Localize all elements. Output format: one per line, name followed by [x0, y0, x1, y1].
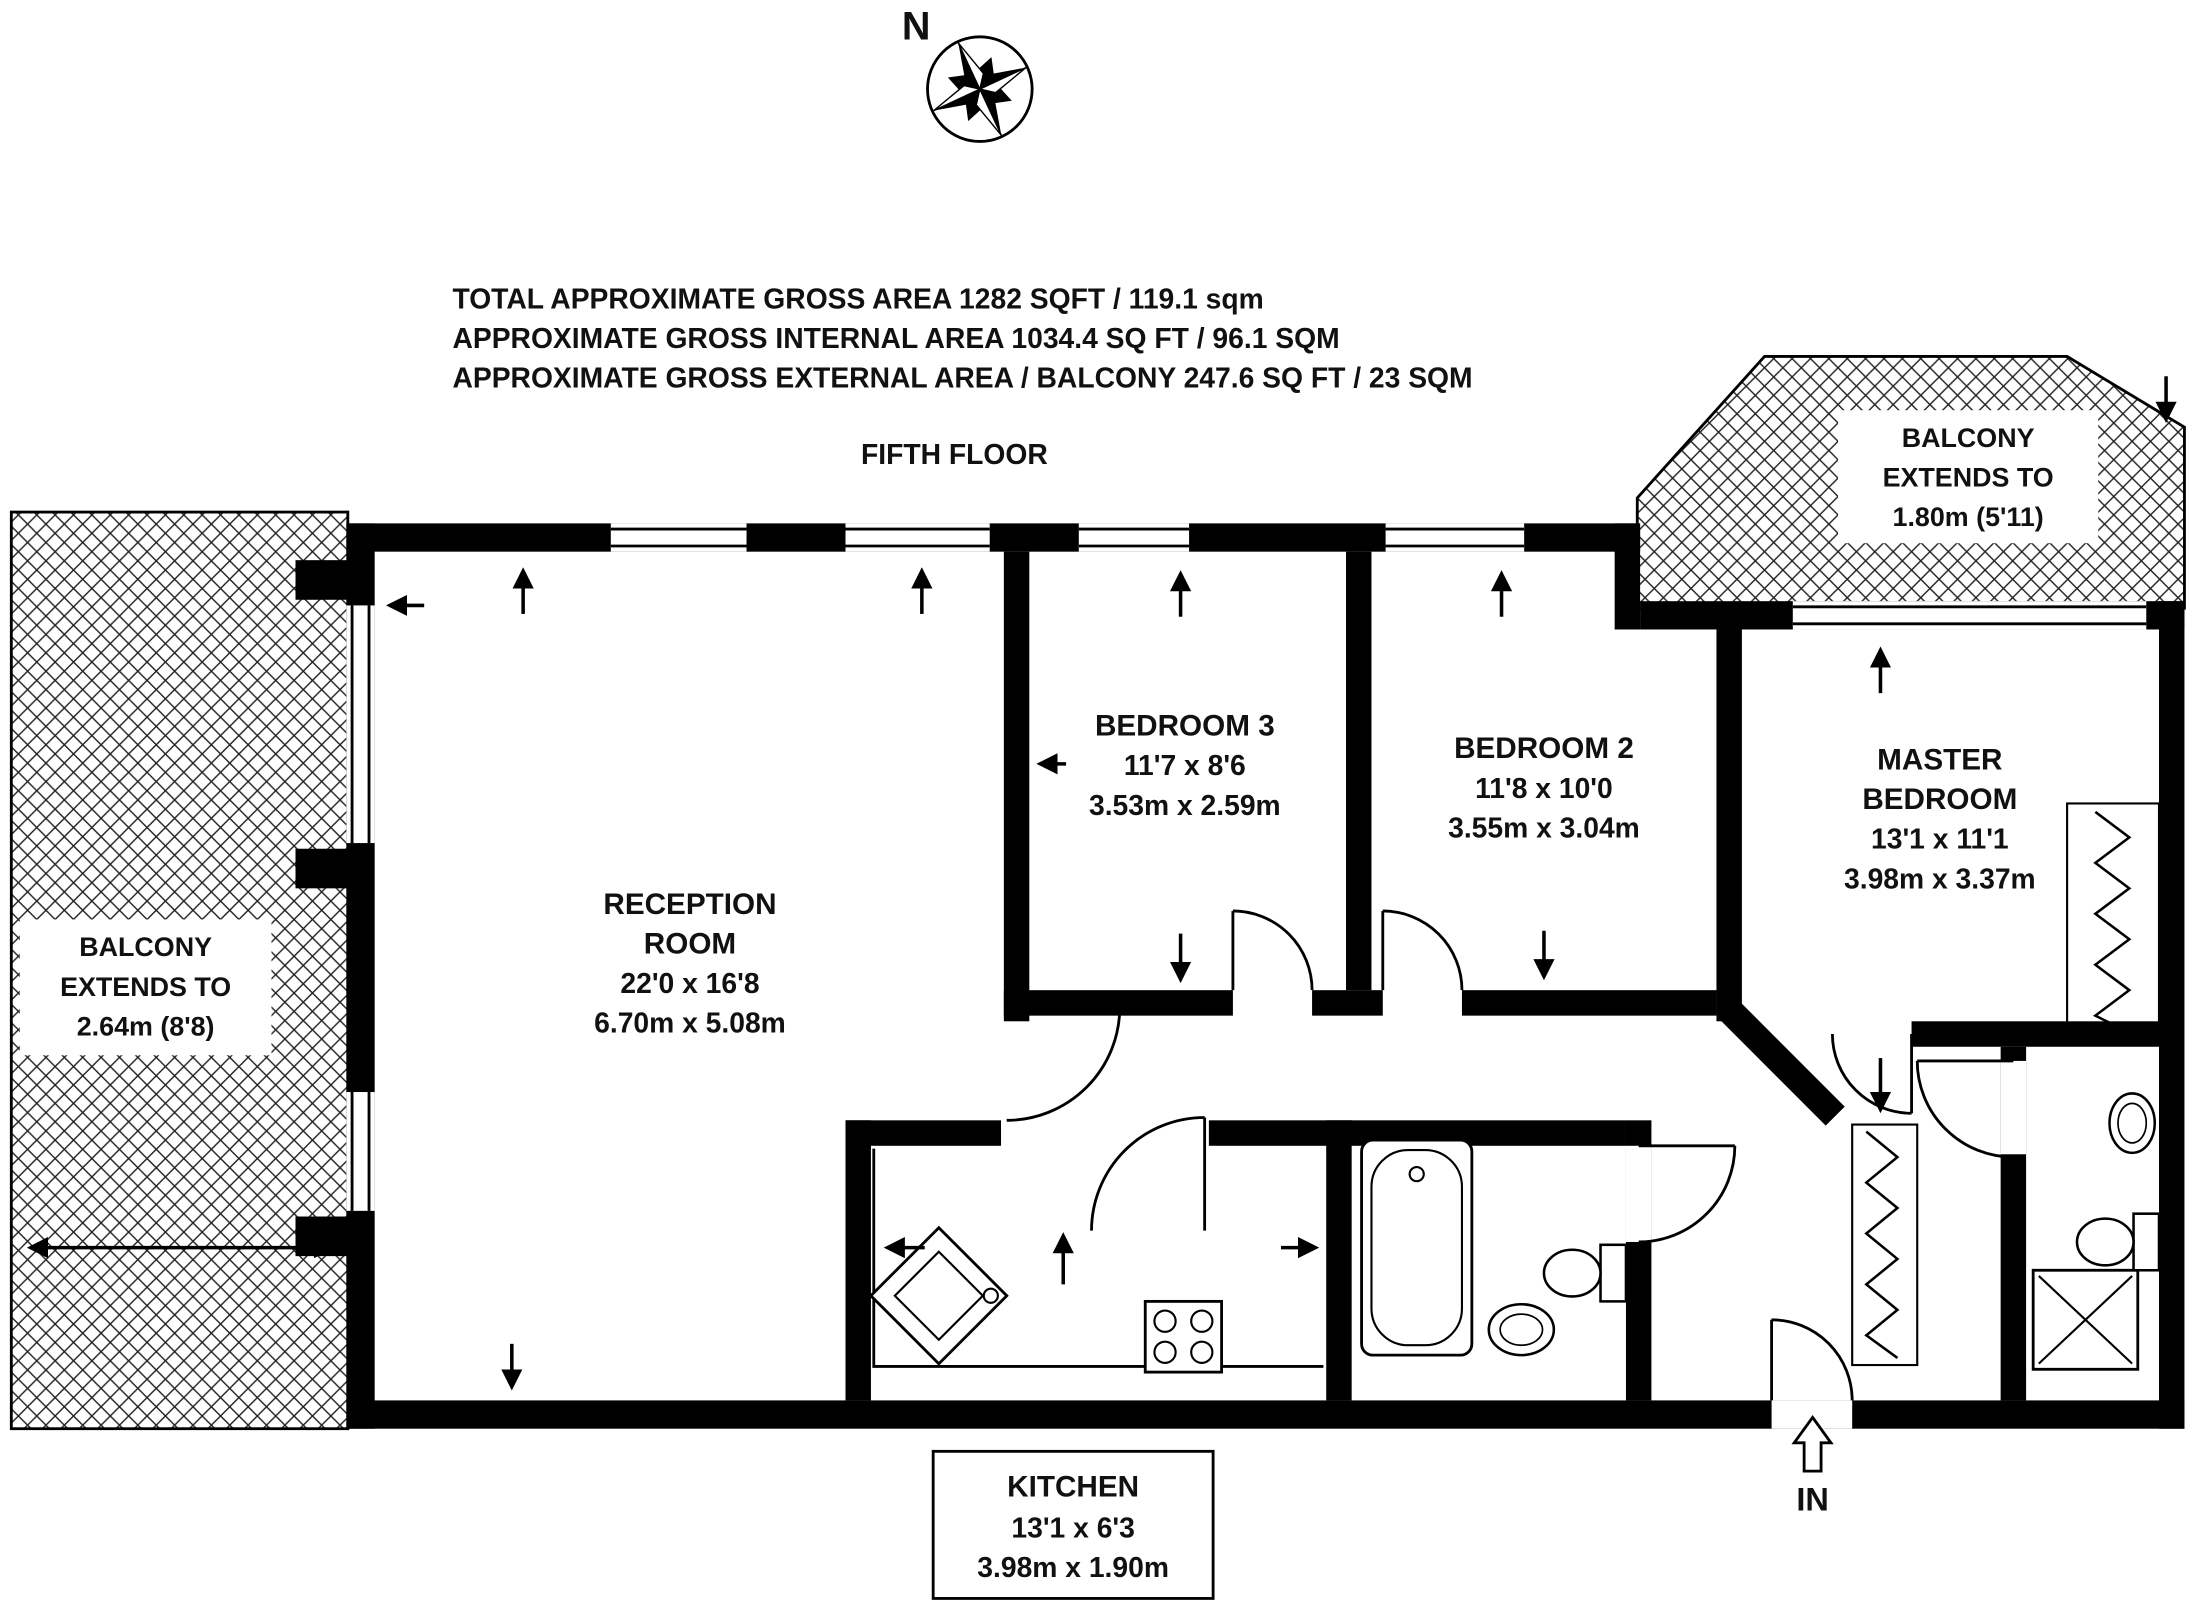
- master-bedroom-door: [1830, 1034, 1913, 1115]
- master-name-1: MASTER: [1877, 744, 2002, 777]
- master-metric: 3.98m x 3.37m: [1844, 862, 2036, 894]
- reception-imperial: 22'0 x 16'8: [620, 967, 759, 999]
- bedroom-divider-wall: [1346, 551, 1372, 991]
- dimension-arrows: [385, 567, 1892, 1391]
- toilet1-icon: [1542, 1243, 1628, 1303]
- bathroom1-door-gap: [1625, 1145, 1652, 1242]
- compass: N: [902, 5, 1034, 143]
- bottom-wall: [346, 1400, 2185, 1429]
- window-bedroom3: [1078, 523, 1190, 552]
- right-wall: [2158, 601, 2185, 1429]
- balcony-left-label-box: [19, 919, 272, 1056]
- balcony-left-title: BALCONY: [79, 932, 212, 962]
- kitchen-sink-icon: [868, 1225, 1009, 1366]
- bathroom2-door-gap: [2000, 1060, 2027, 1155]
- shower-icon: [2031, 1268, 2140, 1371]
- reception-room-label: RECEPTION ROOM 22'0 x 16'8 6.70m x 5.08m: [594, 888, 786, 1039]
- windows: [346, 523, 2147, 1429]
- doors: [1006, 909, 2014, 1401]
- bathroom2-door: [1915, 1059, 2014, 1159]
- header-text: TOTAL APPROXIMATE GROSS AREA 1282 SQFT /…: [452, 282, 1472, 470]
- kitchen-bathroom-divider-wall: [1326, 1120, 1352, 1401]
- header-line-1: TOTAL APPROXIMATE GROSS AREA 1282 SQFT /…: [452, 282, 1263, 314]
- bedroom2-door: [1381, 909, 1464, 991]
- master-bedroom-label: MASTER BEDROOM 13'1 x 11'1 3.98m x 3.37m: [1844, 744, 2036, 895]
- bedroom3-label: BEDROOM 3 11'7 x 8'6 3.53m x 2.59m: [1089, 710, 1281, 821]
- window-left-balcony-door-1: [346, 605, 375, 844]
- bedroom2-name: BEDROOM 2: [1454, 732, 1634, 765]
- balcony-top-right: BALCONY EXTENDS TO 1.80m (5'11): [1635, 355, 2186, 610]
- window-bedroom2: [1385, 523, 1525, 552]
- balcony-left: BALCONY EXTENDS TO 2.64m (8'8): [9, 510, 350, 1431]
- window-reception-2: [845, 523, 990, 552]
- step-wall: [1614, 523, 1641, 630]
- bedroom2-label: BEDROOM 2 11'8 x 10'0 3.55m x 3.04m: [1448, 732, 1640, 843]
- kitchen-imperial: 13'1 x 6'3: [1011, 1512, 1134, 1544]
- hall-closet: [1851, 1123, 1919, 1367]
- room-labels: RECEPTION ROOM 22'0 x 16'8 6.70m x 5.08m…: [594, 710, 2036, 1600]
- kitchen-top-wall: [845, 1120, 1002, 1146]
- header-line-3: APPROXIMATE GROSS EXTERNAL AREA / BALCON…: [452, 362, 1472, 394]
- kitchen-name: KITCHEN: [1007, 1471, 1139, 1504]
- bedroom3-name: BEDROOM 3: [1095, 710, 1275, 743]
- reception-right-wall: [1003, 551, 1030, 1022]
- walls: [295, 523, 2185, 1429]
- window-left-balcony-door-2: [346, 1092, 375, 1211]
- bedroom-bottom-wall-2: [1312, 990, 1383, 1016]
- balcony-left-subtitle: EXTENDS TO: [60, 972, 231, 1002]
- balcony-top-right-dimension: 1.80m (5'11): [1893, 502, 2044, 532]
- bedroom2-imperial: 11'8 x 10'0: [1475, 772, 1613, 804]
- hall-diagonal-wall: [1719, 1000, 1845, 1126]
- sink2-icon: [2108, 1092, 2157, 1155]
- bedroom2-master-wall: [1716, 626, 1742, 1022]
- master-wardrobe: [2066, 802, 2161, 1040]
- compass-north-label: N: [902, 5, 931, 49]
- balcony-left-dimension: 2.64m (8'8): [77, 1011, 215, 1041]
- header-line-2: APPROXIMATE GROSS INTERNAL AREA 1034.4 S…: [452, 322, 1339, 354]
- wall-pier-3: [295, 1216, 350, 1257]
- master-bottom-wall: [1911, 1021, 2159, 1047]
- bathtub-icon: [1360, 1138, 1474, 1357]
- bedroom2-metric: 3.55m x 3.04m: [1448, 811, 1640, 843]
- kitchen-label-box: [931, 1449, 1215, 1600]
- reception-name-2: ROOM: [644, 927, 736, 960]
- toilet2-icon: [2075, 1212, 2161, 1272]
- window-reception-1: [610, 523, 747, 552]
- sink1-icon: [1487, 1302, 1556, 1357]
- balcony-top-right-subtitle: EXTENDS TO: [1883, 463, 2054, 493]
- entry-door: [1770, 1318, 1854, 1401]
- bedroom-bottom-wall-3: [1461, 990, 1717, 1016]
- floor-label: FIFTH FLOOR: [861, 438, 1048, 470]
- wall-pier-2: [295, 848, 350, 889]
- bathroom1-door: [1638, 1144, 1737, 1244]
- entrance: IN: [1791, 1414, 1834, 1518]
- entry-label: IN: [1796, 1482, 1829, 1518]
- kitchen-left-wall: [845, 1120, 871, 1401]
- kitchen-label: KITCHEN 13'1 x 6'3 3.98m x 1.90m: [931, 1449, 1215, 1600]
- compass-star-icon: [933, 42, 1027, 136]
- reception-name-1: RECEPTION: [603, 888, 776, 921]
- entry-arrow-icon: [1791, 1414, 1834, 1473]
- wall-pier-1: [295, 560, 350, 600]
- kitchen-metric: 3.98m x 1.90m: [977, 1551, 1169, 1583]
- balcony-top-right-title: BALCONY: [1902, 423, 2035, 453]
- reception-double-door: [1006, 1005, 1207, 1231]
- bedroom3-door: [1231, 909, 1314, 991]
- bedroom3-metric: 3.53m x 2.59m: [1089, 789, 1281, 821]
- reception-metric: 6.70m x 5.08m: [594, 1007, 786, 1039]
- fixtures: [868, 802, 2161, 1374]
- hob-icon: [1143, 1299, 1224, 1374]
- master-imperial: 13'1 x 11'1: [1871, 823, 2009, 855]
- window-master-balcony-door: [1792, 601, 2147, 630]
- balcony-top-right-label-box: [1838, 410, 2099, 544]
- master-name-2: BEDROOM: [1862, 783, 2017, 816]
- bedroom3-imperial: 11'7 x 8'6: [1124, 749, 1246, 781]
